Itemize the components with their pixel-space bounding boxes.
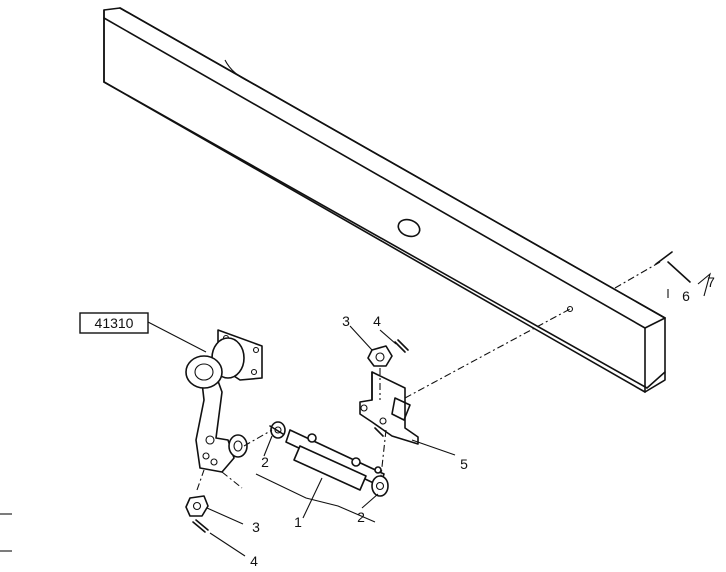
bottom-bolt [192,519,209,533]
bottom-nut [185,495,209,517]
top-bolt [394,339,409,353]
mounting-bracket [359,371,419,445]
callout-2-left: 2 [261,454,269,470]
callout-6: 6 [682,288,690,304]
callout-4-top: 4 [373,313,381,329]
rail-hole [397,218,421,238]
callout-4-bottom: 4 [250,553,258,569]
callout-1: 1 [294,514,302,530]
callout-3-top: 3 [342,313,350,329]
pivot-arm-assembly [185,329,263,473]
cylinder-link [269,421,389,497]
reference-box [79,312,149,334]
callout-2-right: 2 [357,509,365,525]
top-nut [367,345,393,367]
callout-5: 5 [460,456,468,472]
assembly-lines [196,308,571,491]
callout-3-bottom: 3 [252,519,260,535]
leader-lines [147,272,711,557]
frame-rail [103,7,691,393]
reference-number: 41310 [95,315,134,331]
callout-7: 7 [707,274,715,290]
